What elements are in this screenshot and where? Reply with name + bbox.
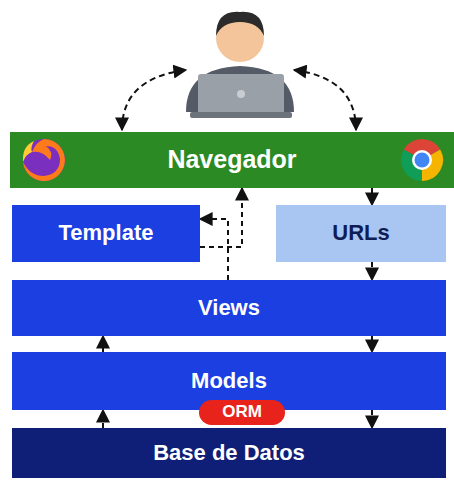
chrome-icon — [401, 139, 443, 181]
node-label: Models — [191, 369, 267, 393]
flow-arrow — [102, 336, 104, 352]
flow-arrow — [371, 262, 373, 280]
database-band: Base de Datos — [12, 428, 446, 478]
flow-arrow — [102, 410, 104, 428]
urls-box: URLs — [276, 205, 446, 262]
node-label: Template — [59, 221, 154, 245]
user-figure — [186, 12, 294, 118]
flow-arrow — [371, 188, 373, 205]
node-label: Base de Datos — [153, 441, 305, 465]
node-label: Views — [198, 296, 260, 320]
node-label: ORM — [222, 403, 262, 422]
user-arrow-left — [122, 70, 186, 130]
firefox-icon — [23, 139, 65, 181]
flow-arrow — [200, 219, 228, 280]
flow-arrow — [371, 410, 373, 428]
browser-band: Navegador — [10, 132, 454, 188]
template-box: Template — [12, 205, 200, 262]
orm-pill: ORM — [199, 400, 285, 425]
node-label: Navegador — [167, 146, 296, 174]
node-label: URLs — [332, 221, 389, 245]
flow-arrow — [200, 188, 242, 247]
user-arrow-right — [294, 70, 356, 130]
flow-arrow — [371, 336, 373, 352]
views-band: Views — [12, 280, 446, 336]
